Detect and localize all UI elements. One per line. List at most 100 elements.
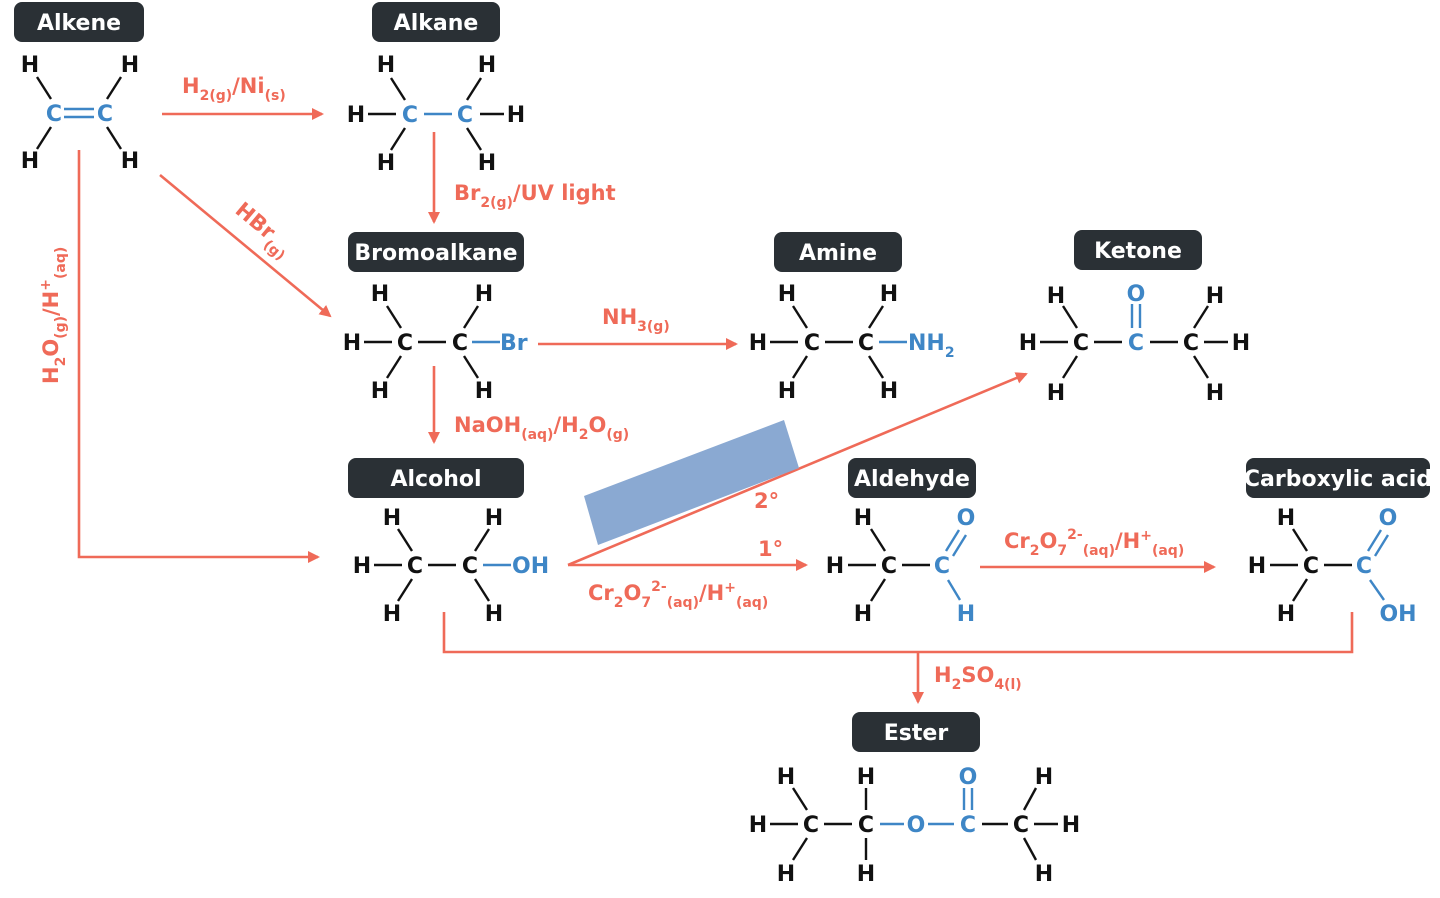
reagent-labels: H2(g)/Ni(s) Br2(g)/UV light HBr(g) H2O(g… [38,74,1184,693]
svg-text:H: H [371,282,389,307]
svg-text:H: H [121,53,139,78]
reagent-bromination: Br2(g)/UV light [454,181,616,211]
svg-text:O: O [959,765,978,790]
svg-text:H: H [957,602,975,627]
svg-text:H: H [854,506,872,531]
svg-text:C: C [1073,331,1089,356]
svg-text:H: H [1277,602,1295,627]
svg-text:O: O [907,813,926,838]
aldehyde-structure: H H H C C O H [826,506,976,627]
svg-text:Ketone: Ketone [1094,239,1182,264]
svg-text:H: H [21,53,39,78]
svg-text:Amine: Amine [799,241,877,266]
title-alcohol: Alcohol [348,458,524,498]
highlight-occluder [584,420,799,545]
svg-text:OH: OH [1379,602,1416,627]
svg-text:H: H [880,379,898,404]
svg-text:H: H [377,151,395,176]
svg-text:Carboxylic acid: Carboxylic acid [1244,467,1432,492]
svg-text:H: H [777,765,795,790]
ester-bracket [442,612,1354,654]
svg-text:H: H [778,379,796,404]
alkene-structure: H H H H C C [21,53,139,174]
svg-text:H: H [21,149,39,174]
svg-text:H: H [1035,765,1053,790]
svg-text:H: H [383,602,401,627]
reagent-esterification: H2SO4(l) [934,663,1022,693]
reagent-oxidation-aldehyde: Cr2O72-(aq)/H+(aq) [1004,527,1184,559]
reagent-hydrogenation: H2(g)/Ni(s) [182,74,286,104]
svg-text:Alcohol: Alcohol [390,467,481,492]
svg-text:Aldehyde: Aldehyde [854,467,970,492]
svg-text:C: C [1356,554,1372,579]
svg-text:H: H [485,602,503,627]
svg-text:H: H [507,103,525,128]
svg-text:H: H [1047,284,1065,309]
amine-structure: H H H C C H H NH2 [749,282,955,404]
svg-text:C: C [462,554,478,579]
title-alkane: Alkane [372,2,500,42]
svg-text:Alkane: Alkane [394,11,479,36]
svg-text:H: H [377,53,395,78]
svg-text:C: C [1128,331,1144,356]
label-primary: 1° [758,537,783,561]
svg-text:C: C [881,554,897,579]
svg-text:C: C [858,813,874,838]
ketone-structure: H H H C C O C H H H [1019,282,1250,406]
title-alkene: Alkene [14,2,144,42]
svg-text:Br: Br [500,331,528,356]
svg-text:H: H [475,379,493,404]
reagent-oxidation-primary: Cr2O72-(aq)/H+(aq) [588,579,768,611]
svg-text:H: H [1277,506,1295,531]
svg-text:H: H [778,282,796,307]
svg-text:C: C [97,102,113,127]
title-amine: Amine [774,232,902,272]
svg-text:O: O [1127,282,1146,307]
ester-structure: H H H C H C H O O C C H H H [749,765,1080,887]
svg-text:C: C [452,331,468,356]
arrow-alcohol-to-ketone [567,372,1028,567]
svg-text:H: H [343,331,361,356]
svg-text:C: C [397,331,413,356]
svg-text:C: C [804,331,820,356]
svg-text:H: H [749,813,767,838]
svg-text:O: O [1379,506,1398,531]
svg-text:Ester: Ester [884,721,949,746]
svg-text:NH2: NH2 [908,331,955,361]
svg-text:C: C [457,103,473,128]
svg-text:C: C [960,813,976,838]
svg-text:H: H [880,282,898,307]
alkane-structure: H H H C C H H H [347,53,525,176]
svg-text:H: H [485,506,503,531]
svg-text:H: H [121,149,139,174]
title-ester: Ester [852,712,980,752]
svg-text:Alkene: Alkene [37,11,121,36]
svg-text:H: H [478,151,496,176]
svg-text:H: H [854,602,872,627]
title-carboxylic-acid: Carboxylic acid [1244,458,1432,498]
svg-text:C: C [803,813,819,838]
svg-text:H: H [749,331,767,356]
title-ketone: Ketone [1074,230,1202,270]
reagent-hbr: HBr(g) [226,197,297,264]
svg-text:H: H [347,103,365,128]
title-aldehyde: Aldehyde [848,458,976,498]
carboxylic-acid-structure: H H H C C O OH [1248,506,1417,627]
reagent-substitution: NaOH(aq)/H2O(g) [454,413,629,443]
svg-text:H: H [1206,284,1224,309]
svg-text:C: C [1013,813,1029,838]
label-secondary: 2° [754,489,779,513]
svg-text:H: H [1232,331,1250,356]
svg-text:H: H [1248,554,1266,579]
svg-text:H: H [1035,862,1053,887]
svg-text:C: C [407,554,423,579]
svg-text:OH: OH [512,554,549,579]
reaction-arrows [77,108,1354,704]
svg-text:H: H [826,554,844,579]
arrow-alkene-to-bromoalkane [159,173,332,318]
bromoalkane-structure: H H H C C H H Br [343,282,528,404]
svg-text:H: H [857,765,875,790]
svg-text:H: H [371,379,389,404]
svg-text:Bromoalkane: Bromoalkane [354,241,517,266]
